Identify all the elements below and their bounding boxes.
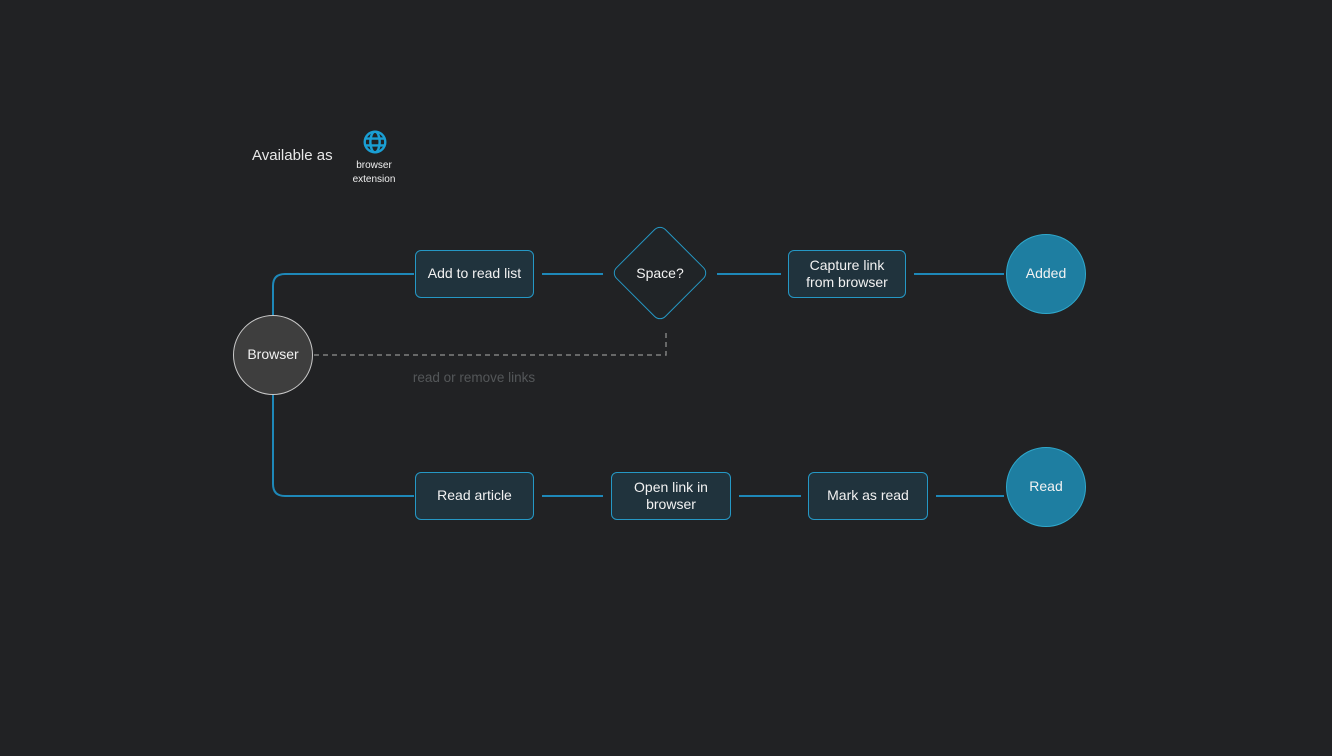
node-read-article[interactable]: Read article bbox=[415, 472, 534, 520]
available-as-label: Available as bbox=[252, 147, 333, 164]
node-open-link[interactable]: Open link in browser bbox=[611, 472, 731, 520]
node-capture-link[interactable]: Capture link from browser bbox=[788, 250, 906, 298]
node-space-decision[interactable]: Space? bbox=[610, 223, 710, 323]
node-space-label: Space? bbox=[636, 265, 684, 281]
node-add-to-read-list-label: Add to read list bbox=[427, 265, 522, 282]
read-or-remove-links-label: read or remove links bbox=[412, 370, 536, 385]
globe-icon bbox=[362, 129, 388, 155]
node-read-article-label: Read article bbox=[437, 487, 512, 504]
node-added-label: Added bbox=[1025, 265, 1067, 282]
node-added[interactable]: Added bbox=[1006, 234, 1086, 314]
node-add-to-read-list[interactable]: Add to read list bbox=[415, 250, 534, 298]
node-capture-link-label: Capture link from browser bbox=[806, 256, 888, 291]
node-open-link-label: Open link in browser bbox=[634, 478, 708, 513]
node-mark-as-read-label: Mark as read bbox=[827, 487, 909, 504]
node-browser[interactable]: Browser bbox=[233, 315, 313, 395]
node-read[interactable]: Read bbox=[1006, 447, 1086, 527]
edge-browser-to-add bbox=[272, 273, 414, 315]
browser-extension-label: browser extension bbox=[352, 160, 396, 185]
edge-browser-to-read-article bbox=[272, 395, 414, 497]
edge-read-or-remove-dashed bbox=[314, 331, 667, 356]
node-mark-as-read[interactable]: Mark as read bbox=[808, 472, 928, 520]
node-browser-label: Browser bbox=[247, 346, 299, 363]
node-read-label: Read bbox=[1029, 478, 1063, 495]
